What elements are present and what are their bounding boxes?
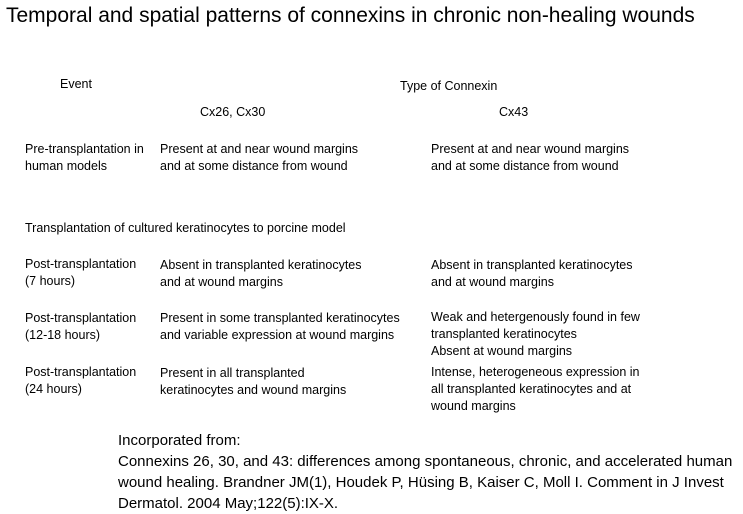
cx26-cx30-cell: Present at and near wound margins and at… xyxy=(160,141,358,175)
header-cx26-cx30: Cx26, Cx30 xyxy=(200,105,266,119)
reference-line: wound healing. Brandner JM(1), Houdek P,… xyxy=(118,474,724,491)
event-cell-12-18-hours: Post-transplantation (12-18 hours) xyxy=(25,310,136,344)
cell-line: transplanted keratinocytes xyxy=(431,327,577,341)
event-line: (12-18 hours) xyxy=(25,328,101,342)
cell-line: Absent in transplanted keratinocytes xyxy=(160,258,362,272)
cell-line: wound margins xyxy=(431,399,516,413)
header-type-of-connexin: Type of Connexin xyxy=(400,79,498,93)
cell-line: Present in all transplanted xyxy=(160,366,305,380)
header-cx43: Cx43 xyxy=(499,105,529,119)
cx26-cx30-cell: Present in all transplanted keratinocyte… xyxy=(160,365,346,399)
cell-line: keratinocytes and wound margins xyxy=(160,383,347,397)
event-cell-7-hours: Post-transplantation (7 hours) xyxy=(25,256,136,290)
reference-line: Connexins 26, 30, and 43: differences am… xyxy=(118,453,733,470)
cx43-cell: Weak and hetergenously found in few tran… xyxy=(431,309,640,360)
event-line: (7 hours) xyxy=(25,274,76,288)
cx43-cell: Intense, heterogeneous expression in all… xyxy=(431,364,639,415)
cell-line: and at wound margins xyxy=(431,275,554,289)
cell-line: Present in some transplanted keratinocyt… xyxy=(160,311,400,325)
header-event: Event xyxy=(60,77,92,91)
cell-line: Present at and near wound margins xyxy=(431,142,630,156)
event-line: Post-transplantation xyxy=(25,257,137,271)
cx43-cell: Absent in transplanted keratinocytes and… xyxy=(431,257,633,291)
reference-block: Incorporated from: Connexins 26, 30, and… xyxy=(118,430,732,514)
section-label: Transplantation of cultured keratinocyte… xyxy=(25,221,346,235)
cell-line: and variable expression at wound margins xyxy=(160,328,395,342)
event-line: Post-transplantation xyxy=(25,365,137,379)
event-line: human models xyxy=(25,159,107,173)
cell-line: Weak and hetergenously found in few xyxy=(431,310,640,324)
cx26-cx30-cell: Present in some transplanted keratinocyt… xyxy=(160,310,400,344)
cell-line: Intense, heterogeneous expression in xyxy=(431,365,640,379)
cx43-cell: Present at and near wound margins and at… xyxy=(431,141,629,175)
cell-line: all transplanted keratinocytes and at xyxy=(431,382,632,396)
event-cell-pre-transplantation: Pre-transplantation in human models xyxy=(25,141,144,175)
cell-line: Absent in transplanted keratinocytes xyxy=(431,258,633,272)
page-title: Temporal and spatial patterns of connexi… xyxy=(6,4,695,27)
reference-heading: Incorporated from: xyxy=(118,432,241,449)
event-line: Post-transplantation xyxy=(25,311,137,325)
reference-line: Dermatol. 2004 May;122(5):IX-X. xyxy=(118,495,339,512)
cell-line: and at wound margins xyxy=(160,275,283,289)
cx26-cx30-cell: Absent in transplanted keratinocytes and… xyxy=(160,257,362,291)
cell-line: Present at and near wound margins xyxy=(160,142,359,156)
cell-line: and at some distance from wound xyxy=(431,159,619,173)
event-line: (24 hours) xyxy=(25,382,82,396)
cell-line: Absent at wound margins xyxy=(431,344,573,358)
event-cell-24-hours: Post-transplantation (24 hours) xyxy=(25,364,136,398)
event-line: Pre-transplantation in xyxy=(25,142,144,156)
cell-line: and at some distance from wound xyxy=(160,159,348,173)
